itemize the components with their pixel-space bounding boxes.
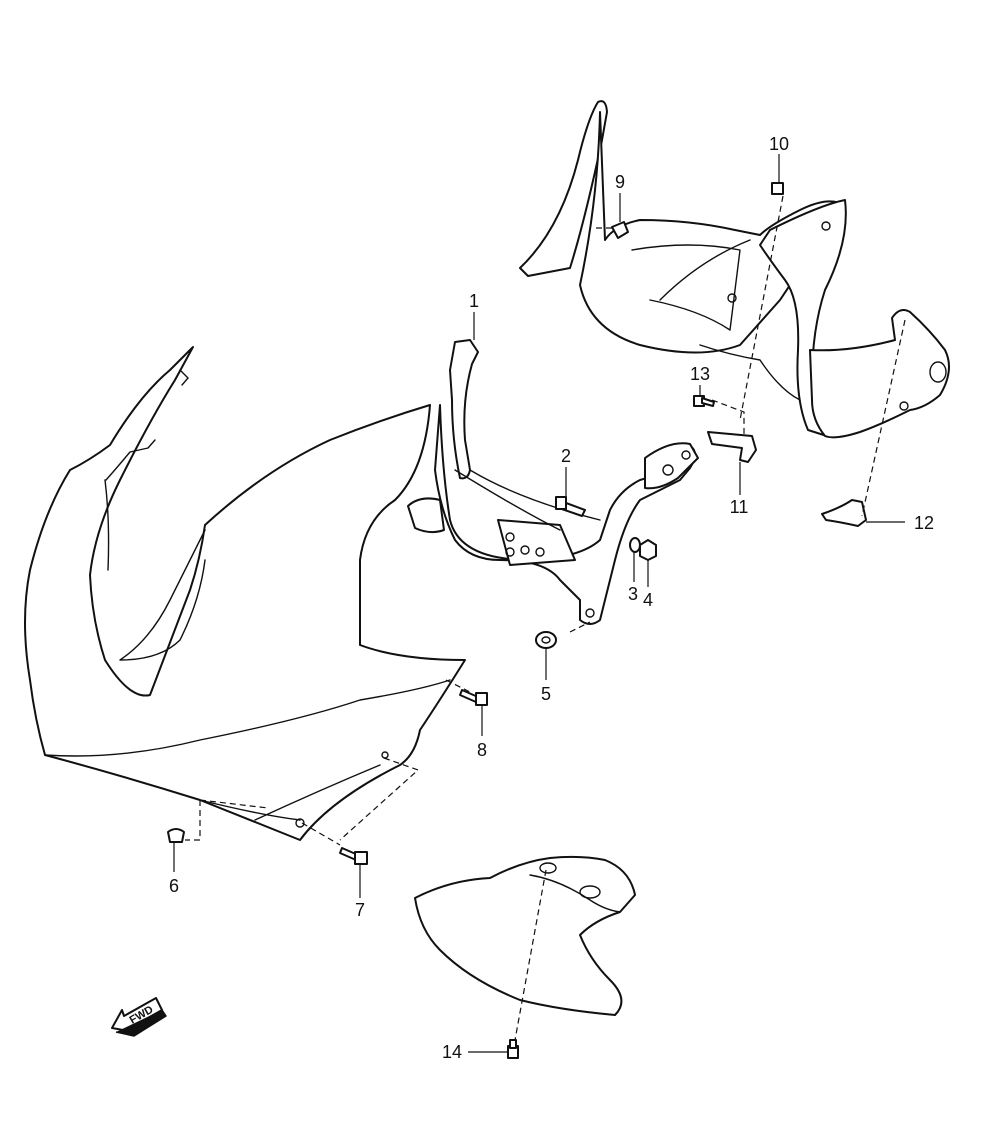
callout-6: 6 — [169, 876, 179, 896]
callout-4: 4 — [643, 590, 653, 610]
callout-7: 7 — [355, 900, 365, 920]
callout-13: 13 — [690, 364, 710, 384]
callout-5: 5 — [541, 684, 551, 704]
callout-9: 9 — [615, 172, 625, 192]
assembly-lines — [185, 195, 906, 1041]
callout-10: 10 — [769, 134, 789, 154]
callout-labels: 1 2 3 4 5 6 7 8 9 10 11 12 13 14 — [169, 134, 934, 1062]
forward-arrow-icon: FWD — [111, 997, 167, 1037]
callout-3: 3 — [628, 584, 638, 604]
front-cowling — [24, 346, 466, 841]
callout-11: 11 — [730, 497, 749, 517]
cowling-bracket — [407, 339, 699, 625]
leader-lines — [173, 154, 905, 1053]
callout-2: 2 — [561, 446, 571, 466]
under-cover — [414, 855, 636, 1016]
callout-12: 12 — [914, 513, 934, 533]
hardware — [167, 182, 867, 1059]
callout-8: 8 — [477, 740, 487, 760]
inner-panel-cowling — [519, 100, 950, 439]
callout-1: 1 — [469, 291, 479, 311]
callout-14: 14 — [442, 1042, 462, 1062]
